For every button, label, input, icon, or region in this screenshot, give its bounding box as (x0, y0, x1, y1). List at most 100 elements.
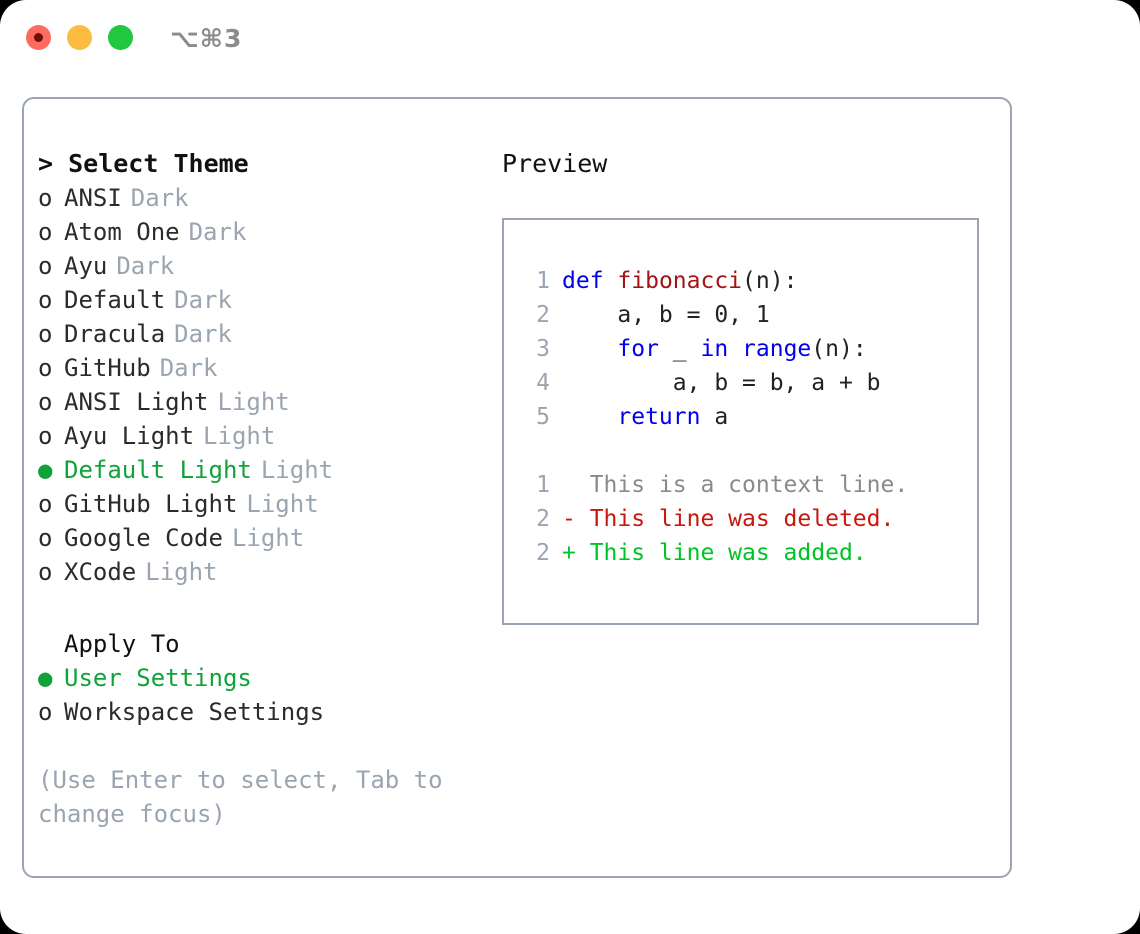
radio-unselected-icon: o (38, 558, 53, 586)
code-text: for _ in range(n): (562, 332, 867, 366)
theme-name-label: XCode (64, 558, 137, 586)
theme-name-label: Google Code (64, 524, 223, 552)
code-text: def fibonacci(n): (562, 264, 797, 298)
code-text: a, b = 0, 1 (562, 298, 770, 332)
apply-to-label: Workspace Settings (64, 698, 325, 726)
apply-to-list-item[interactable]: o Workspace Settings (38, 695, 478, 729)
radio-unselected-icon: o (38, 422, 53, 450)
radio-selected-icon: ● (38, 664, 53, 692)
diff-line: 2 + This line was added. (516, 536, 971, 570)
theme-variant-label: Light (203, 422, 276, 450)
radio-unselected-icon: o (38, 218, 53, 246)
theme-name-label: Ayu Light (64, 422, 195, 450)
theme-name-label: Default (64, 286, 166, 314)
theme-name-label: Ayu (64, 252, 108, 280)
diff-text: - This line was deleted. (562, 506, 895, 532)
apply-to-list: ●User Settings o Workspace Settings (38, 661, 478, 729)
keyboard-hint-text: (Use Enter to select, Tab to change focu… (38, 766, 458, 828)
window-controls (26, 25, 133, 50)
theme-list-item[interactable]: o ANSI Dark (38, 181, 478, 215)
theme-variant-label: Light (145, 558, 218, 586)
code-token: in (700, 336, 729, 362)
theme-list-item[interactable]: o XCode Light (38, 555, 478, 589)
apply-to-heading: Apply To (64, 630, 180, 658)
theme-variant-label: Light (260, 456, 334, 484)
theme-variant-label: Light (231, 524, 305, 552)
title-bar: ⌥⌘3 (0, 0, 1140, 78)
code-token: (n): (811, 336, 867, 362)
radio-unselected-icon: o (38, 286, 53, 314)
code-token: a, b = b, a + b (562, 370, 881, 396)
code-token (562, 404, 617, 430)
code-token (728, 336, 742, 362)
theme-name-label: Default Light (64, 456, 252, 484)
line-number: 2 (536, 540, 550, 566)
preview-title: Preview (502, 149, 608, 178)
code-line: 1 def fibonacci(n): (516, 264, 971, 298)
close-button-icon[interactable] (26, 25, 51, 50)
radio-selected-icon: ● (38, 456, 53, 484)
code-token: return (617, 404, 701, 430)
maximize-button-icon[interactable] (108, 25, 133, 50)
theme-variant-label: Light (246, 490, 319, 518)
diff-line: 2- This line was deleted. (516, 502, 971, 536)
line-number: 1 (536, 268, 550, 294)
code-token: a (700, 404, 729, 430)
radio-unselected-icon: o (38, 252, 53, 280)
line-number: 5 (536, 404, 550, 430)
spacer (38, 589, 478, 627)
shortcut-label: ⌥⌘3 (170, 24, 243, 53)
theme-variant-label: Dark (130, 184, 189, 212)
theme-variant-label: Dark (174, 320, 232, 348)
theme-variant-label: Dark (116, 252, 175, 280)
diff-text: This is a context line. (562, 472, 909, 498)
theme-list-item[interactable]: ● Default Light Light (38, 453, 478, 487)
line-number: 4 (536, 370, 550, 396)
theme-list-item[interactable]: o Ayu Dark (38, 249, 478, 283)
radio-unselected-icon: o (38, 184, 53, 212)
line-number: 3 (536, 336, 550, 362)
apply-to-list-item[interactable]: ●User Settings (38, 661, 478, 695)
code-line: 2 a, b = 0, 1 (516, 298, 971, 332)
radio-unselected-icon: o (38, 524, 53, 552)
diff-text: + This line was added. (562, 540, 867, 566)
code-text: a, b = b, a + b (562, 366, 881, 400)
theme-name-label: GitHub (64, 354, 151, 382)
code-line: 5 return a (516, 400, 971, 434)
radio-unselected-icon: o (38, 354, 53, 382)
theme-name-label: Atom One (64, 218, 180, 246)
diff-line: 1 This is a context line. (516, 468, 971, 502)
code-token: (n): (742, 268, 798, 294)
code-line: 4 a, b = b, a + b (516, 366, 971, 400)
code-token: a, b = 0, 1 (562, 302, 770, 328)
theme-list-item[interactable]: o Google Code Light (38, 521, 478, 555)
code-token: range (742, 336, 812, 362)
radio-unselected-icon: o (38, 320, 53, 348)
theme-variant-label: Dark (174, 286, 232, 314)
code-line: 3 for _ in range(n): (516, 332, 971, 366)
code-token (604, 268, 618, 294)
theme-variant-label: Light (217, 388, 290, 416)
line-number: 2 (536, 302, 550, 328)
theme-name-label: GitHub Light (64, 490, 238, 518)
minimize-button-icon[interactable] (67, 25, 92, 50)
line-number: 1 (536, 472, 550, 498)
theme-list-item[interactable]: o Ayu Light Light (38, 419, 478, 453)
theme-name-label: ANSI Light (64, 388, 209, 416)
code-token: for (617, 336, 659, 362)
radio-unselected-icon: o (38, 698, 53, 726)
theme-list-item[interactable]: o Default Dark (38, 283, 478, 317)
theme-name-label: ANSI (64, 184, 122, 212)
code-blank-line (516, 434, 971, 468)
code-token: def (562, 268, 604, 294)
